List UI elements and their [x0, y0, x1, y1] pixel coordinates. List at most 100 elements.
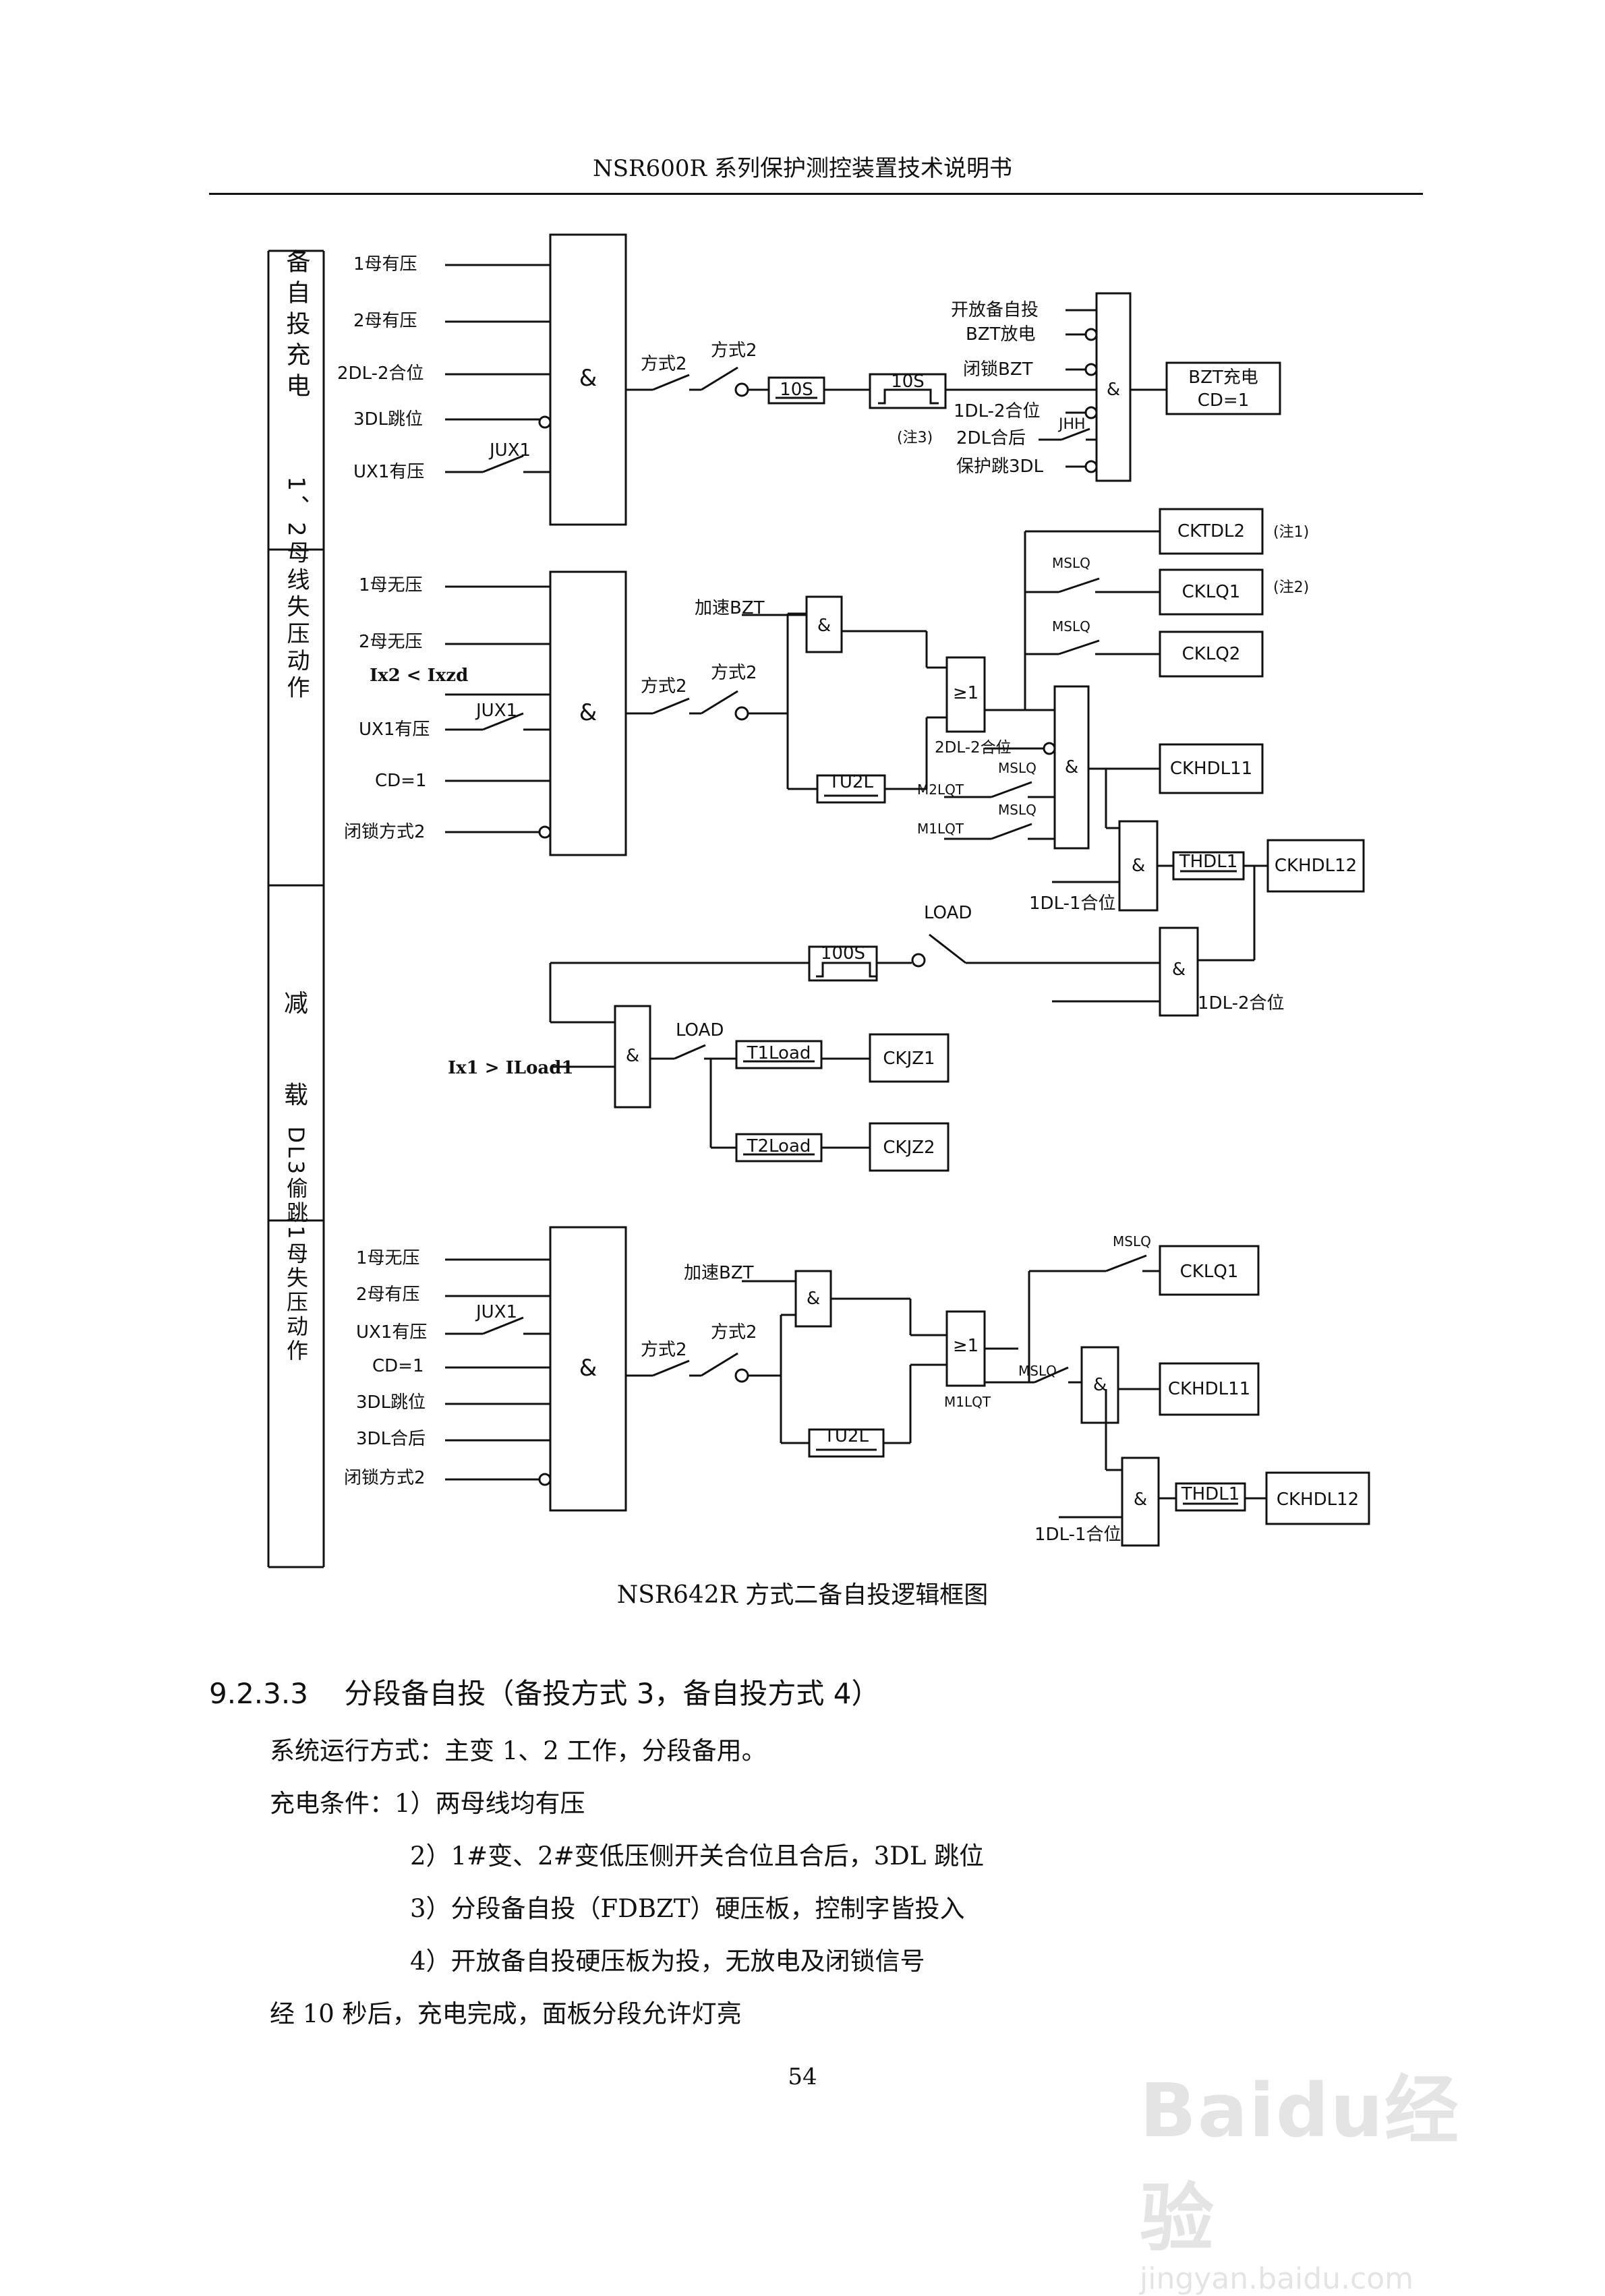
charge-right-input-4: 1DL-2合位	[954, 401, 1041, 421]
loss-input-5: CD=1	[375, 771, 427, 791]
dl3-input-7: 闭锁方式2	[344, 1468, 426, 1488]
paragraph-2: 充电条件：1）两母线均有压	[270, 1789, 585, 1818]
dl3-accel-label: 加速BZT	[684, 1263, 754, 1283]
dl3-msl-b: MSLQ	[1018, 1363, 1057, 1379]
paragraph-4: 3）分段备自投（FDBZT）硬压板，控制字皆投入	[410, 1894, 965, 1923]
loss-and-gate: &	[579, 699, 597, 726]
dl3-and-gate: &	[579, 1355, 597, 1382]
page-number: 54	[788, 2063, 817, 2090]
charge-right-input-5: 2DL合后	[956, 428, 1026, 448]
loss-note1: (注1)	[1273, 524, 1309, 541]
charge-jhh-label: JHH	[1057, 416, 1086, 433]
loss-output-cktdl2: CKTDL2	[1177, 521, 1245, 541]
dl3-input-5: 3DL跳位	[356, 1392, 426, 1413]
charge-input-3: 2DL-2合位	[337, 363, 424, 384]
loss-msl-b: MSLQ	[1052, 618, 1090, 635]
loss-output-cklq1: CKLQ1	[1182, 582, 1241, 602]
dl3-thdl1-label: THDL1	[1181, 1484, 1239, 1504]
charge-output-line2: CD=1	[1198, 390, 1250, 411]
dl3-tu2l-label: TU2L	[823, 1426, 869, 1446]
charge-timer-10s-a: 10S	[780, 380, 813, 400]
load-t1load: T1Load	[747, 1043, 811, 1063]
section-label-loss: 1、2母线失压动作	[283, 476, 310, 702]
loss-dl1-label: 1DL-1合位	[1029, 893, 1116, 914]
loss-msl-a: MSLQ	[1052, 555, 1090, 571]
loss-accel-label: 加速BZT	[695, 598, 765, 618]
load-label-a: LOAD	[924, 903, 972, 923]
charge-and2-gate: &	[1107, 380, 1120, 400]
section-label-dl3: DL3偷跳1母失压动作	[283, 1126, 309, 1363]
load-t2load: T2Load	[747, 1136, 811, 1156]
loss-tu2l-label: TU2L	[828, 772, 873, 792]
page-header: NSR600R 系列保护测控装置技术说明书	[593, 155, 1012, 182]
loss-or-gate: ≥1	[953, 683, 979, 703]
header-rule	[209, 193, 1423, 195]
load-label-b: LOAD	[676, 1020, 724, 1040]
dl3-and-small: &	[807, 1289, 820, 1309]
loss-output-ckhdl11: CKHDL11	[1170, 759, 1252, 779]
paragraph-1: 系统运行方式：主变 1、2 工作，分段备用。	[270, 1736, 767, 1765]
section-label-load-a: 减	[284, 990, 308, 1018]
charge-and-gate: &	[579, 365, 597, 392]
watermark: Baidu经验 jingyan.baidu.com	[1140, 2050, 1517, 2296]
loss-msl-d: MSLQ	[998, 802, 1037, 818]
dl3-input-4: CD=1	[372, 1356, 424, 1376]
charge-note3: (注3)	[897, 430, 933, 446]
dl3-input-3: UX1有压	[356, 1322, 427, 1343]
loss-mode-label2: 方式2	[711, 663, 757, 683]
paragraph-3: 2）1#变、2#变低压侧开关合位且合后，3DL 跳位	[410, 1842, 985, 1871]
charge-jux1-label: JUX1	[488, 440, 531, 461]
dl3-output-ckhdl11: CKHDL11	[1168, 1379, 1250, 1399]
loss-thdl1-label: THDL1	[1179, 852, 1237, 872]
charge-output-line1: BZT充电	[1188, 367, 1258, 388]
dl3-output-ckhdl12: CKHDL12	[1277, 1490, 1359, 1510]
loss-input-4: UX1有压	[359, 719, 430, 740]
charge-mode-label: 方式2	[641, 354, 687, 374]
figure-caption: NSR642R 方式二备自投逻辑框图	[616, 1581, 989, 1609]
dl3-and-mid: &	[1093, 1375, 1107, 1395]
section-label-charge: 备自投充电	[283, 249, 310, 404]
loss-mode-label: 方式2	[641, 676, 687, 697]
dl3-input-2: 2母有压	[356, 1285, 420, 1305]
loss-input-2: 2母无压	[359, 632, 423, 652]
load-and-left: &	[626, 1046, 639, 1066]
charge-input-5: UX1有压	[353, 462, 424, 482]
loss-input-1: 1母无压	[359, 575, 423, 595]
loss-output-ckhdl12: CKHDL12	[1275, 856, 1357, 876]
loss-and-small: &	[817, 616, 831, 636]
dl3-dl1-label: 1DL-1合位	[1034, 1525, 1121, 1545]
load-and-right: &	[1172, 960, 1186, 980]
paragraph-5: 4）开放备自投硬压板为投，无放电及闭锁信号	[410, 1947, 925, 1976]
charge-input-2: 2母有压	[353, 311, 417, 331]
charge-input-4: 3DL跳位	[353, 409, 423, 430]
charge-right-input-6: 保护跳3DL	[956, 457, 1044, 477]
charge-right-input-2: BZT放电	[966, 324, 1036, 345]
watermark-logo: Baidu经验	[1140, 2067, 1460, 2262]
dl3-or-gate: ≥1	[953, 1336, 979, 1356]
loss-and-low: &	[1132, 856, 1145, 876]
watermark-url: jingyan.baidu.com	[1140, 2262, 1414, 2296]
load-timer-100s: 100S	[821, 943, 865, 964]
dl3-msl-a: MSLQ	[1113, 1233, 1151, 1249]
loss-input-6: 闭锁方式2	[344, 822, 426, 842]
charge-right-input-3: 闭锁BZT	[963, 359, 1033, 380]
loss-m2lqt: M2LQT	[917, 782, 964, 798]
dl3-output-cklq1: CKLQ1	[1180, 1262, 1239, 1282]
load-output-ckjz2: CKJZ2	[883, 1138, 935, 1158]
charge-right-input-1: 开放备自投	[951, 300, 1039, 320]
dl3-mode-label: 方式2	[641, 1340, 687, 1360]
loss-output-cklq2: CKLQ2	[1182, 644, 1241, 664]
charge-mode-label2: 方式2	[711, 341, 757, 361]
logic-diagram: 备自投充电 1、2母线失压动作 减 载 DL3偷跳1母失压动作 1母有压 2母有…	[267, 233, 1370, 1568]
dl3-input-1: 1母无压	[356, 1248, 420, 1268]
dl3-m1lqt: M1LQT	[944, 1394, 991, 1410]
loss-and-mid: &	[1065, 757, 1078, 777]
dl3-mode-label2: 方式2	[711, 1322, 757, 1343]
dl3-jux1-label: JUX1	[475, 1302, 517, 1322]
dl3-input-6: 3DL合后	[356, 1429, 426, 1449]
loss-dl2-label: 2DL-2合位	[935, 739, 1012, 757]
charge-input-1: 1母有压	[353, 254, 417, 274]
paragraph-6: 经 10 秒后，充电完成，面板分段允许灯亮	[270, 1999, 742, 2028]
dl3-and-low: &	[1134, 1490, 1147, 1510]
loss-input-3: Ix2 < Ixzd	[370, 666, 468, 686]
